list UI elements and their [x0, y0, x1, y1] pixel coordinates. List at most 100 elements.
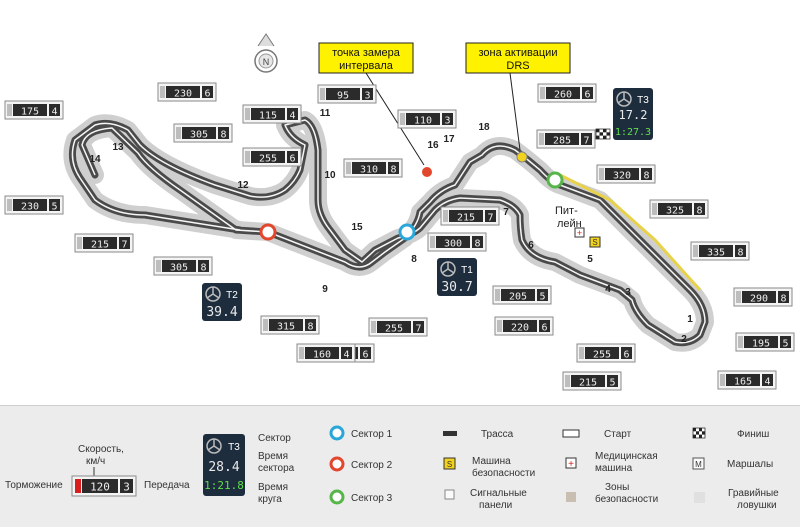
gear-value: 4 — [764, 377, 770, 388]
legend-gravel-1: Гравийные — [728, 488, 779, 499]
svg-text:1:27.3: 1:27.3 — [615, 127, 651, 138]
speed-value: 325 — [666, 206, 684, 217]
turn-12: 12 — [237, 180, 249, 191]
circuit-map: N 1 2 3 4 5 6 7 8 9 10 11 12 13 14 15 16… — [4, 33, 795, 391]
svg-text:T2: T2 — [226, 290, 238, 301]
pitlane-label-2: лейн — [557, 218, 582, 230]
gear-value: 6 — [584, 90, 590, 101]
legend-sector2: Сектор 2 — [351, 460, 393, 471]
svg-text:+: + — [568, 459, 574, 470]
legend-gear: Передача — [144, 480, 190, 491]
legend-speed-unit: км/ч — [86, 456, 105, 467]
legend-sector3-icon — [329, 489, 345, 505]
gear-value: 6 — [623, 350, 629, 361]
turn-11: 11 — [320, 108, 331, 119]
gear-value: 7 — [121, 240, 127, 251]
legend-marshals-icon: M — [692, 457, 705, 470]
legend-track-icon — [443, 431, 457, 436]
turn-16: 16 — [427, 140, 439, 151]
turn-3: 3 — [625, 287, 631, 298]
turn-17: 17 — [443, 134, 455, 145]
legend-start: Старт — [604, 429, 632, 440]
gear-value: 6 — [541, 323, 547, 334]
medical-car-icon: + — [574, 227, 585, 238]
svg-text:3: 3 — [123, 481, 130, 494]
speed-value: 310 — [360, 165, 378, 176]
gear-value: 5 — [609, 378, 615, 389]
speed-box: 305 8 — [153, 256, 213, 276]
turn-13: 13 — [112, 142, 124, 153]
svg-text:M: M — [695, 460, 702, 469]
turn-18: 18 — [478, 122, 490, 133]
gear-value: 8 — [307, 322, 313, 333]
legend-gravel-2: ловушки — [737, 500, 777, 511]
gear-value: 8 — [474, 239, 480, 250]
speed-value: 305 — [170, 263, 188, 274]
drs-zone-callout: зона активации DRS — [465, 42, 571, 151]
speed-value: 115 — [259, 111, 277, 122]
legend-safety-car-2: безопасности — [472, 467, 535, 479]
speed-value: 205 — [509, 292, 527, 303]
speed-value: 335 — [707, 248, 725, 259]
legend-sector1-icon — [329, 425, 345, 441]
legend-medical-car-icon: + — [565, 457, 577, 470]
speed-value: 230 — [21, 202, 39, 213]
svg-text:28.4: 28.4 — [208, 460, 239, 475]
legend-safety-zones-icon — [566, 492, 576, 502]
legend-safety-zones-2: безопасности — [595, 493, 658, 505]
legend-marshals: Маршалы — [727, 459, 773, 470]
interval-point-callout: точка замера интервала — [318, 42, 425, 166]
speed-value: 215 — [457, 213, 475, 224]
speed-value: 320 — [613, 171, 631, 182]
turn-14: 14 — [89, 154, 101, 165]
svg-text:T1: T1 — [461, 265, 473, 276]
turn-6: 6 — [528, 240, 534, 251]
svg-text:S: S — [592, 238, 597, 247]
legend-sector3: Сектор 3 — [351, 493, 393, 504]
legend-signal-panels-1: Сигнальные — [470, 488, 527, 499]
gear-value: 8 — [390, 165, 396, 176]
speed-value: 290 — [750, 294, 768, 305]
svg-text:17.2: 17.2 — [619, 108, 648, 122]
turn-2: 2 — [681, 334, 687, 345]
sector-t1-widget: T1 30.7 — [437, 258, 477, 296]
gear-value: 8 — [200, 263, 206, 274]
speed-value: 255 — [259, 154, 277, 165]
legend-example-speed-box: 120 3 — [71, 475, 137, 497]
turn-9: 9 — [322, 284, 328, 295]
gear-value: 7 — [487, 213, 493, 224]
gear-value: 3 — [444, 116, 450, 127]
legend-medical-car-1: Медицинская — [595, 451, 658, 462]
speed-value: 220 — [511, 323, 529, 334]
gear-value: 4 — [51, 107, 57, 118]
gear-value: 8 — [696, 206, 702, 217]
speed-box: 215 7 — [440, 206, 500, 226]
speed-value: 195 — [752, 339, 770, 350]
legend-finish: Финиш — [737, 429, 769, 440]
legend-safety-zones-1: Зоны — [605, 482, 629, 493]
legend-sector-time-1: Время — [258, 451, 288, 462]
legend-lap-time-2: круга — [258, 494, 282, 505]
turn-7: 7 — [503, 207, 509, 218]
sector-t3-widget: T3 17.2 1:27.3 — [613, 88, 653, 140]
legend-start-icon — [562, 429, 580, 438]
svg-text:39.4: 39.4 — [206, 305, 237, 320]
svg-text:DRS: DRS — [506, 60, 529, 72]
speed-box: 220 6 — [494, 316, 554, 336]
svg-text:S: S — [447, 460, 452, 469]
